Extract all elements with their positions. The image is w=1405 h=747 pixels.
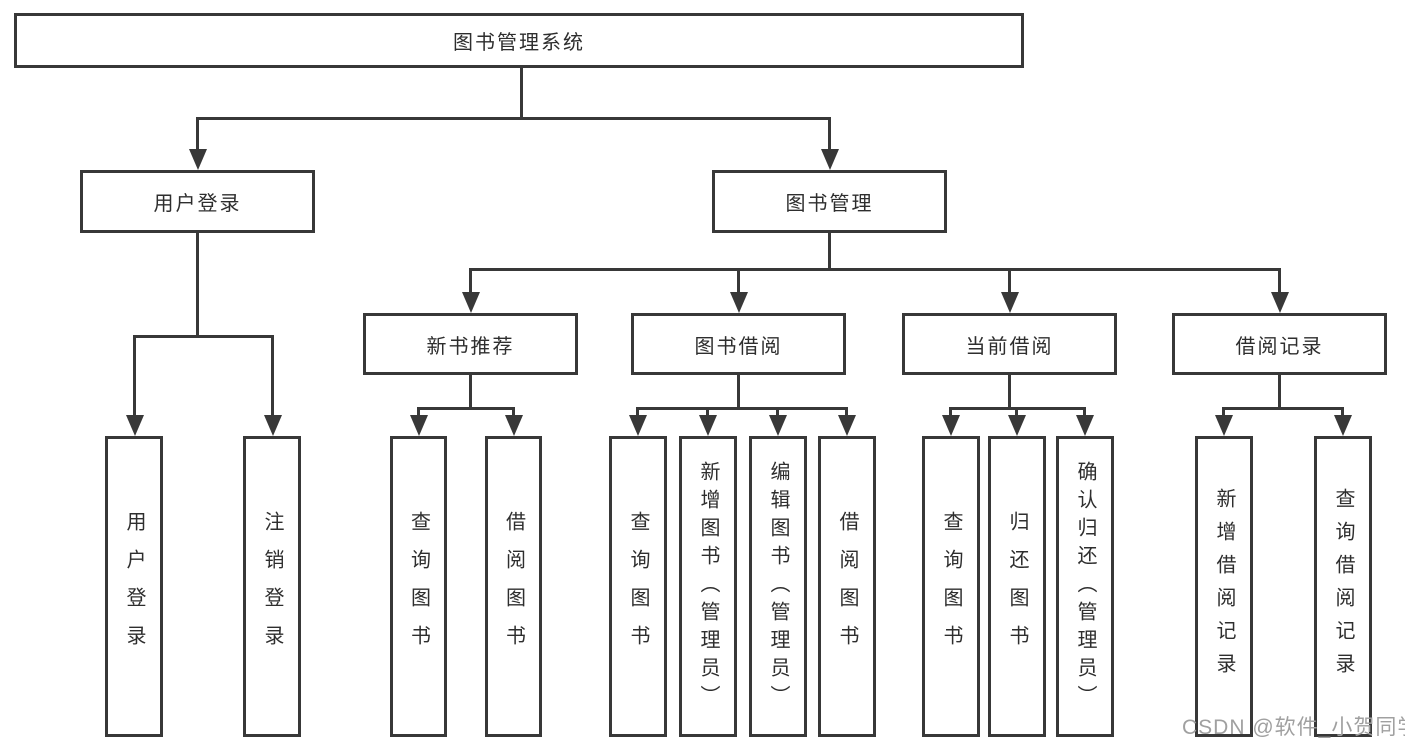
connector-stem-leaf [776,407,779,419]
arrow-down-icon [1215,415,1233,436]
node-book-borrowing-label: 图书借阅 [694,335,783,358]
leaf-cb-query-books: 查询图书 [922,436,980,737]
connector-stem-leaf [417,407,420,419]
node-current-borrowing-label: 当前借阅 [965,335,1054,358]
connector-stem-leaf [512,407,515,419]
connector-group-stub [737,375,740,410]
watermark: CSDN @软件_小贺同学 [1182,716,1405,739]
node-root-label: 图书管理系统 [453,32,585,54]
node-root: 图书管理系统 [14,13,1024,68]
leaf-nbr-borrow-books: 借阅图书 [485,436,542,737]
leaf-br-query-record: 查询借阅记录 [1314,436,1372,737]
arrow-down-icon [769,415,787,436]
connector-group-stub [1278,375,1281,410]
arrow-down-icon [821,149,839,170]
arrow-down-icon [730,292,748,313]
node-user-login: 用户登录 [80,170,315,233]
connector-group-stub [1008,375,1011,410]
connector-level3-bus [469,268,1281,271]
connector-stem-leaf [949,407,952,419]
leaf-user-login-label: 用户登录 [123,510,145,663]
leaf-cb-confirm-return-admin: 确认归还（管理员） [1056,436,1114,737]
node-user-login-label: 用户登录 [153,193,242,215]
connector-stem-book-borrow [737,268,740,295]
connector-stem-leaf [1083,407,1086,419]
connector-stem-leaf [1341,407,1344,419]
connector-stem-borrow-records [1278,268,1281,295]
arrow-down-icon [264,415,282,436]
connector-stem-current-borrow [1008,268,1011,295]
leaf-br-add-record-label: 新增借阅记录 [1213,487,1235,686]
connector-stem-leaf [1222,407,1225,419]
leaf-nbr-borrow-books-label: 借阅图书 [502,510,525,663]
node-borrowing-records: 借阅记录 [1172,313,1387,375]
connector-level2-bus [196,117,831,120]
connector-group-bus [636,407,848,410]
leaf-bb-edit-books-admin: 编辑图书（管理员） [749,436,807,737]
node-borrowing-records-label: 借阅记录 [1235,335,1324,358]
arrow-down-icon [505,415,523,436]
arrow-down-icon [126,415,144,436]
node-book-borrowing: 图书借阅 [631,313,846,375]
leaf-nbr-query-books-label: 查询图书 [407,510,430,663]
leaf-logout-label: 注销登录 [261,510,283,663]
connector-user-login-stub [196,233,199,338]
node-book-management: 图书管理 [712,170,947,233]
connector-stem-user-login [196,117,199,152]
connector-user-login-bus [133,335,274,338]
connector-stem-leaf [1015,407,1018,419]
leaf-bb-add-books-admin-label: 新增图书（管理员） [697,460,719,713]
leaf-bb-add-books-admin: 新增图书（管理员） [679,436,737,737]
connector-stem-leaf [845,407,848,419]
connector-stem-new-book [469,268,472,295]
leaf-br-query-record-label: 查询借阅记录 [1332,487,1354,686]
leaf-cb-confirm-return-admin-label: 确认归还（管理员） [1074,460,1096,713]
leaf-bb-query-books-label: 查询图书 [627,510,649,663]
node-current-borrowing: 当前借阅 [902,313,1117,375]
node-new-book-recommend-label: 新书推荐 [426,335,515,358]
connector-stem-book-management [828,117,831,152]
leaf-logout: 注销登录 [243,436,301,737]
connector-group-bus [1222,407,1344,410]
leaf-cb-return-books-label: 归还图书 [1006,510,1028,663]
connector-stem-leaf [636,407,639,419]
arrow-down-icon [629,415,647,436]
connector-root-stub [520,68,523,120]
arrow-down-icon [410,415,428,436]
arrow-down-icon [699,415,717,436]
leaf-br-add-record: 新增借阅记录 [1195,436,1253,737]
arrow-down-icon [1001,292,1019,313]
arrow-down-icon [838,415,856,436]
arrow-down-icon [462,292,480,313]
connector-group-bus [417,407,515,410]
node-new-book-recommend: 新书推荐 [363,313,578,375]
arrow-down-icon [1076,415,1094,436]
leaf-bb-borrow-books: 借阅图书 [818,436,876,737]
leaf-bb-borrow-books-label: 借阅图书 [836,510,858,663]
connector-book-management-stub [828,233,831,271]
leaf-user-login: 用户登录 [105,436,163,737]
leaf-cb-query-books-label: 查询图书 [940,510,962,663]
connector-stem-leaf [271,335,274,417]
arrow-down-icon [1334,415,1352,436]
arrow-down-icon [189,149,207,170]
arrow-down-icon [942,415,960,436]
leaf-bb-edit-books-admin-label: 编辑图书（管理员） [767,460,789,713]
leaf-cb-return-books: 归还图书 [988,436,1046,737]
connector-stem-leaf [706,407,709,419]
leaf-nbr-query-books: 查询图书 [390,436,447,737]
connector-group-stub [469,375,472,410]
leaf-bb-query-books: 查询图书 [609,436,667,737]
connector-stem-leaf [133,335,136,417]
arrow-down-icon [1008,415,1026,436]
node-book-management-label: 图书管理 [785,193,874,215]
arrow-down-icon [1271,292,1289,313]
